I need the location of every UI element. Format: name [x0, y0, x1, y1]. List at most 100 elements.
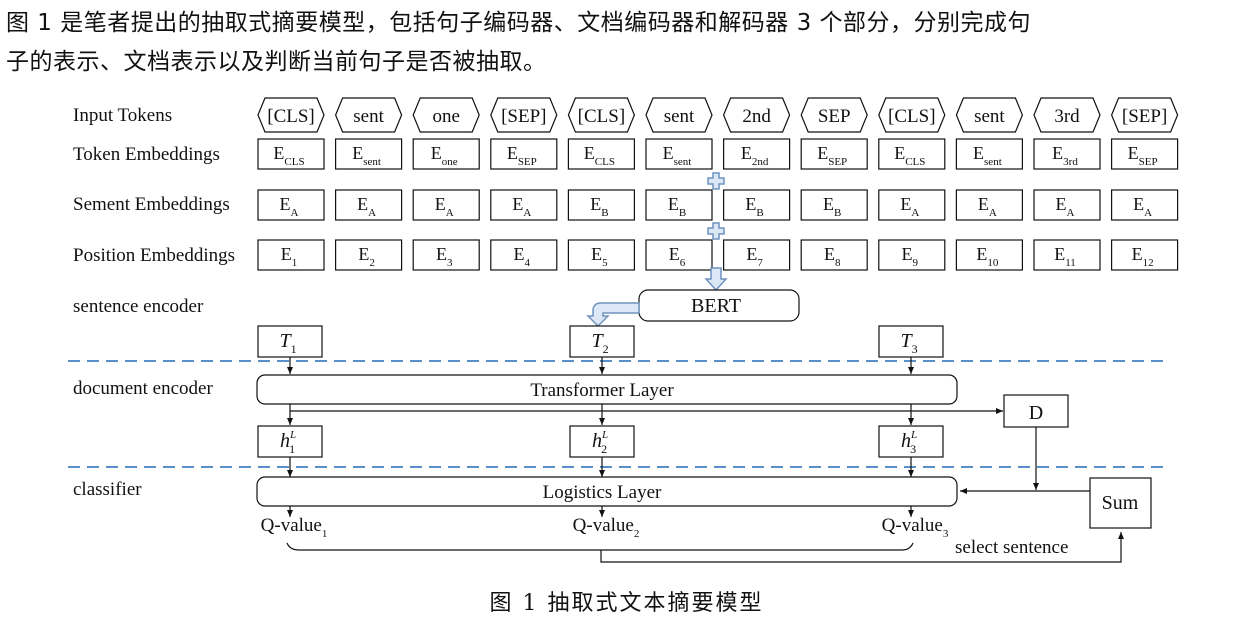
- segment-embedding-box: [645, 189, 713, 221]
- position-embedding-label: E5: [591, 244, 608, 269]
- segment-embedding-label-base: E: [668, 194, 679, 214]
- input-token-label: [CLS]: [888, 106, 936, 127]
- position-embedding-label: E10: [976, 244, 999, 269]
- q-value-label-sub: 1: [322, 528, 328, 540]
- sentence-vector-label-base: T: [591, 330, 604, 352]
- segment-embedding-label-base: E: [823, 194, 834, 214]
- position-embedding-label-sub: 10: [987, 257, 999, 269]
- position-embedding-box: [257, 239, 325, 271]
- hidden-vector-label-sub: 3: [910, 442, 916, 456]
- token-embedding-box: [335, 138, 403, 170]
- position-embedding-label: E12: [1132, 244, 1154, 269]
- q-value-label-base: Q-value: [573, 515, 634, 536]
- token-embedding-label: E2nd: [741, 143, 769, 168]
- logistics-layer-box: [256, 476, 958, 507]
- hidden-vector-label-sup: L: [910, 429, 917, 441]
- q-value-label-base: Q-value: [261, 515, 322, 536]
- figure-caption: 图 1 抽取式文本摘要模型: [489, 591, 764, 616]
- token-embedding-label-sub: sent: [674, 156, 692, 168]
- segment-embedding-box: [1033, 189, 1101, 221]
- token-embedding-box: [645, 138, 713, 170]
- bent-arrow-icon: [586, 302, 640, 328]
- paragraph-line-2: 子的表示、文档表示以及判断当前句子是否被抽取。: [6, 49, 547, 75]
- token-embedding-box: [800, 138, 868, 170]
- position-embedding-label-base: E: [669, 244, 680, 264]
- segment-embedding-label-sub: B: [679, 207, 686, 219]
- token-embedding-box: [1033, 138, 1101, 170]
- token-embedding-label-base: E: [741, 143, 752, 163]
- input-token-label: [SEP]: [1122, 106, 1167, 127]
- segment-embedding-box: [1110, 189, 1179, 221]
- hidden-vector-label-base: h: [592, 430, 602, 452]
- segment-embedding-label-base: E: [1056, 194, 1067, 214]
- down-arrow-icon: [704, 267, 728, 292]
- token-embedding-label-sub: SEP: [828, 156, 847, 168]
- segment-embedding-label-sub: A: [523, 207, 531, 219]
- position-embedding-label: E8: [824, 244, 841, 269]
- token-embedding-label-sub: CLS: [595, 156, 615, 168]
- input-token-box: [490, 97, 558, 133]
- input-token-label: sent: [974, 106, 1005, 127]
- token-embedding-label: ESEP: [1128, 143, 1158, 168]
- position-embedding-label-base: E: [1132, 244, 1143, 264]
- sentence-vector-label-sub: 3: [912, 342, 918, 356]
- sentence-vector-box: [569, 325, 635, 358]
- input-token-label: [CLS]: [578, 106, 626, 127]
- segment-embedding-label: EB: [745, 194, 763, 219]
- sentence-vector-label: T1: [279, 330, 296, 356]
- segment-embedding-box: [257, 189, 325, 221]
- transformer-layer-label: Transformer Layer: [530, 380, 674, 401]
- position-embedding-label-base: E: [591, 244, 602, 264]
- position-embedding-label-base: E: [436, 244, 447, 264]
- position-embedding-box: [567, 239, 636, 271]
- segment-embedding-label: EA: [280, 194, 299, 219]
- segment-embedding-label-base: E: [1133, 194, 1144, 214]
- q-value-label-sub: 2: [634, 528, 640, 540]
- label-document-encoder: document encoder: [73, 378, 213, 399]
- label-sentence-encoder: sentence encoder: [73, 296, 204, 317]
- segment-embedding-label: EA: [1133, 194, 1152, 219]
- label-segment-embeddings: Sement Embeddings: [73, 194, 230, 215]
- token-embedding-label-base: E: [352, 143, 363, 163]
- segment-embedding-label-base: E: [745, 194, 756, 214]
- plus-icon: [707, 222, 725, 240]
- position-embedding-box: [335, 239, 403, 271]
- segment-embedding-label-sub: A: [446, 207, 454, 219]
- input-token-label: 3rd: [1054, 106, 1080, 127]
- token-embedding-label-sub: sent: [363, 156, 381, 168]
- sentence-vector-label-base: T: [900, 330, 913, 352]
- segment-embedding-label-sub: A: [989, 207, 997, 219]
- position-embedding-label-base: E: [281, 244, 292, 264]
- label-classifier: classifier: [73, 479, 142, 500]
- segment-embedding-box: [955, 189, 1024, 221]
- sentence-vector-label: T3: [900, 330, 917, 356]
- token-embedding-label: ECLS: [273, 143, 304, 168]
- input-token-box: [645, 97, 713, 133]
- input-token-box: [567, 97, 636, 133]
- token-embedding-box: [257, 138, 325, 170]
- position-embedding-label-base: E: [514, 244, 525, 264]
- input-token-box: [955, 97, 1024, 133]
- input-token-box: [334, 97, 403, 133]
- token-embedding-label: Esent: [352, 143, 381, 168]
- segment-embedding-label: EA: [357, 194, 376, 219]
- position-embedding-label: E11: [1054, 244, 1076, 269]
- token-embedding-label-base: E: [1052, 143, 1063, 163]
- label-input-tokens: Input Tokens: [73, 105, 172, 126]
- segment-embedding-box: [412, 189, 480, 221]
- position-embedding-label-sub: 1: [292, 257, 298, 269]
- token-embedding-label-base: E: [1128, 143, 1139, 163]
- position-embedding-label-sub: 8: [835, 257, 841, 269]
- label-position-embeddings: Position Embeddings: [73, 245, 235, 266]
- input-token-box: [878, 97, 946, 133]
- segment-embedding-box: [800, 189, 868, 221]
- segment-embedding-label-base: E: [900, 194, 911, 214]
- position-embedding-label-sub: 9: [913, 257, 919, 269]
